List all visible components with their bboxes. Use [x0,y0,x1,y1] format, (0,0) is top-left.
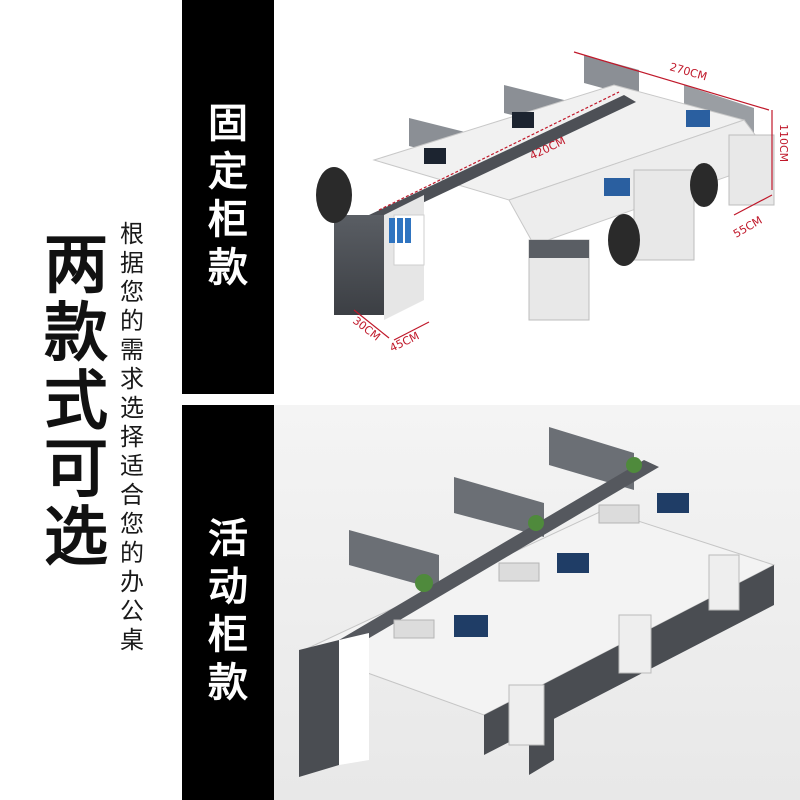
subline-char: 需 [120,336,144,364]
product-photo-mobile-cabinet [274,405,800,800]
subline-char: 您 [120,278,144,306]
variant-label-char: 固 [208,101,248,147]
headline-char: 两 [44,229,108,303]
variant-label-text: 活 动 柜 款 [182,515,274,707]
subline-char: 的 [120,539,144,567]
variant-label-char: 款 [208,245,248,291]
subline-char: 求 [120,365,144,393]
variant-label-fixed-cabinet: 固 定 柜 款 [182,0,274,394]
dim-height: 110CM [777,124,790,162]
subline-char: 桌 [120,626,144,654]
variant-label-char: 款 [208,660,248,706]
variant-label-char: 活 [208,516,248,562]
subline-char: 的 [120,307,144,335]
subline-char: 据 [120,249,144,277]
workstation-illustration [299,427,776,777]
headline-char: 款 [44,297,108,371]
headline: 两 款 式 可 选 [40,232,112,572]
variant-label-mobile-cabinet: 活 动 柜 款 [182,405,274,800]
subline-char: 选 [120,394,144,422]
dim-length: 270CM [668,60,708,83]
subline-char: 您 [120,510,144,538]
dim-side-b: 45CM [388,329,422,354]
subline-char: 择 [120,423,144,451]
subline-char: 公 [120,597,144,625]
headline-char: 可 [44,433,108,507]
subline-char: 根 [120,220,144,248]
headline-char: 式 [44,365,108,439]
variant-label-text: 固 定 柜 款 [182,100,274,292]
dim-depth: 55CM [731,214,764,241]
dim-side-a: 30CM [350,314,383,343]
variant-label-char: 定 [208,149,248,195]
subline-char: 适 [120,452,144,480]
variant-label-char: 柜 [208,197,248,243]
subline: 根 据 您 的 需 求 选 择 适 合 您 的 办 公 桌 [118,220,146,655]
subline-char: 办 [120,568,144,596]
headline-char: 选 [44,501,108,575]
workstation-illustration: 270CM 420CM 110CM 55CM 30CM 45CM [316,51,790,355]
product-photo-fixed-cabinet: 270CM 420CM 110CM 55CM 30CM 45CM [274,0,800,394]
variant-label-char: 柜 [208,612,248,658]
subline-char: 合 [120,481,144,509]
variant-label-char: 动 [208,564,248,610]
